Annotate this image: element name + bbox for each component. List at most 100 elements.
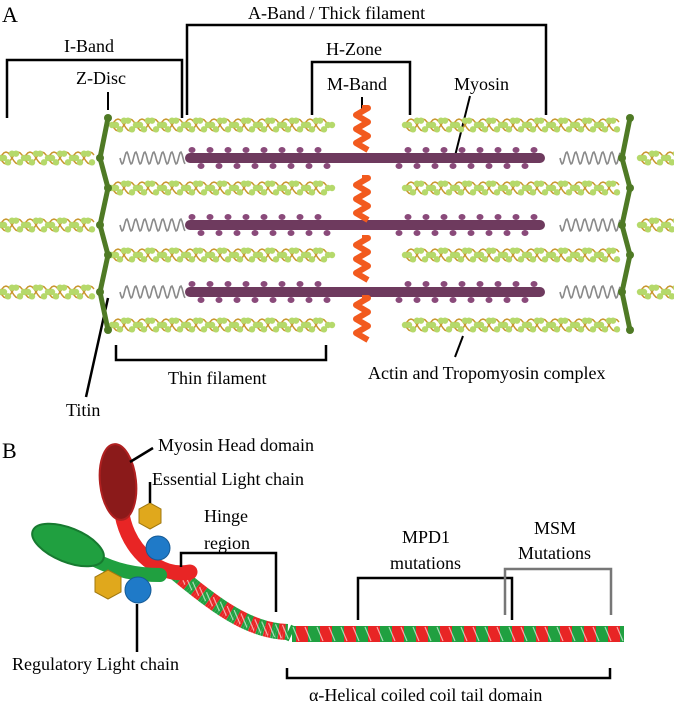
actin-bead xyxy=(200,126,208,133)
actin-bead xyxy=(128,256,136,263)
actin-bead xyxy=(16,293,24,300)
actin-bead xyxy=(212,189,220,196)
myosin-head-bump xyxy=(314,147,322,153)
actin-bead xyxy=(124,247,132,254)
actin-bead xyxy=(296,326,304,333)
actin-bead xyxy=(152,126,160,133)
tail-stripe xyxy=(556,626,564,642)
myosin-head-bump xyxy=(287,297,295,303)
mpd1-bracket xyxy=(356,576,514,620)
actin-bead xyxy=(517,189,525,196)
actin-bead xyxy=(453,321,461,329)
actin-bead xyxy=(453,184,461,192)
actin-bead xyxy=(148,117,156,124)
tail-domain-label: α-Helical coiled coil tail domain xyxy=(309,685,542,705)
tail-stripe xyxy=(412,626,420,642)
actin-bead xyxy=(405,251,413,259)
actin-bead xyxy=(116,326,124,333)
actin-bead xyxy=(268,180,276,187)
actin-bead xyxy=(525,251,533,259)
actin-bead xyxy=(433,189,441,196)
m-band-label: M-Band xyxy=(327,74,387,94)
tail-stripe xyxy=(340,626,348,642)
myosin-head-bump xyxy=(476,147,484,153)
tail-segment xyxy=(186,578,199,594)
actin-bead xyxy=(613,189,621,196)
actin-bead xyxy=(597,184,605,192)
msm-label-line2: Mutations xyxy=(518,543,591,563)
actin-bead xyxy=(453,251,461,259)
actin-bead xyxy=(236,189,244,196)
myosin-head-bump xyxy=(449,163,457,169)
myosin-head-bump xyxy=(485,163,493,169)
tail-stripe xyxy=(199,586,207,602)
actin-bead xyxy=(24,221,32,229)
tail-stripe xyxy=(292,626,300,642)
tail-stripe xyxy=(328,626,336,642)
actin-bead xyxy=(64,226,72,233)
actin-bead xyxy=(260,189,268,196)
actin-bead xyxy=(160,121,168,129)
actin-bead xyxy=(188,326,196,333)
actin-bead xyxy=(152,326,160,333)
actin-bead xyxy=(152,256,160,263)
thin-filament-left xyxy=(108,317,336,333)
myosin-head-pointer xyxy=(129,446,154,464)
actin-bead xyxy=(160,321,168,329)
actin-bead xyxy=(256,121,264,129)
actin-bead xyxy=(549,184,557,192)
actin-bead xyxy=(176,326,184,333)
thick-filament xyxy=(185,214,545,236)
actin-bead xyxy=(465,247,473,254)
tail-stripe xyxy=(448,626,456,642)
actin-bead xyxy=(256,251,264,259)
actin-bead xyxy=(272,126,280,133)
myosin-head-bump xyxy=(260,147,268,153)
tail-stripe xyxy=(268,622,276,638)
tail-stripe xyxy=(472,626,480,642)
actin-bead xyxy=(465,317,473,324)
actin-bead xyxy=(328,251,336,259)
actin-bead xyxy=(220,317,228,324)
myosin-head-bump xyxy=(521,297,529,303)
actin-bead xyxy=(529,189,537,196)
myosin-head-bump xyxy=(314,281,322,287)
actin-bead xyxy=(553,126,561,133)
actin-bead xyxy=(664,288,672,296)
actin-bead xyxy=(441,247,449,254)
tail-stripe xyxy=(604,626,612,642)
actin-bead xyxy=(477,121,485,129)
actin-bead xyxy=(553,326,561,333)
tail-stripe xyxy=(496,626,504,642)
tail-stripe xyxy=(388,626,396,642)
myosin-head-bump xyxy=(215,230,223,236)
actin-bead xyxy=(60,284,68,291)
actin-bead xyxy=(164,126,172,133)
thin-filament-left xyxy=(108,180,336,196)
myosin-head-bump xyxy=(287,163,295,169)
actin-bead xyxy=(640,221,648,229)
actin-bead xyxy=(172,117,180,124)
actin-bead xyxy=(244,247,252,254)
tail-stripe xyxy=(400,626,408,642)
myosin-head-bump xyxy=(521,230,529,236)
regulatory-light-chain-gold xyxy=(94,569,122,600)
actin-bead xyxy=(280,121,288,129)
msm-bracket xyxy=(503,567,613,615)
actin-bead xyxy=(493,326,501,333)
actin-bead xyxy=(477,184,485,192)
myosin-head-bump xyxy=(440,147,448,153)
myosin-head-bump xyxy=(215,297,223,303)
actin-bead xyxy=(513,247,521,254)
actin-bead xyxy=(140,189,148,196)
myosin-head-bump xyxy=(188,147,196,153)
actin-bead xyxy=(541,256,549,263)
actin-bead xyxy=(445,326,453,333)
actin-bead xyxy=(597,121,605,129)
actin-bead xyxy=(200,326,208,333)
actin-bead xyxy=(220,247,228,254)
tail-stripe xyxy=(544,626,552,642)
tail-stripe xyxy=(520,626,528,642)
actin-bead xyxy=(112,184,120,192)
actin-bead xyxy=(136,251,144,259)
